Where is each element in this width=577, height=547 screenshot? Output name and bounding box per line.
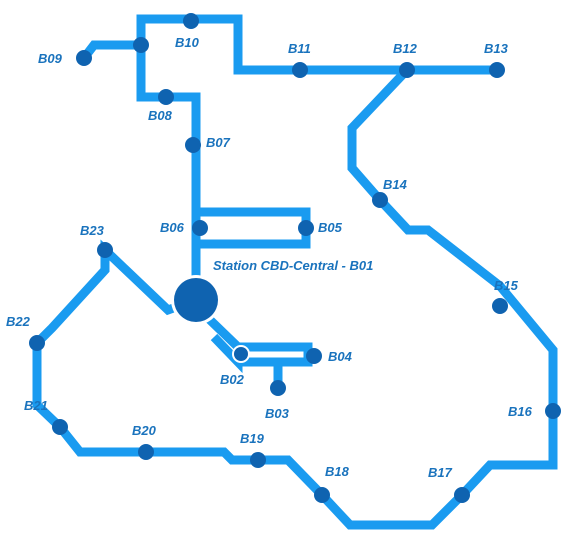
station-b12-label: B12 xyxy=(393,41,418,56)
station-b20-marker[interactable] xyxy=(138,444,154,460)
central-station-label: Station CBD-Central - B01 xyxy=(213,258,373,273)
station-b04-label: B04 xyxy=(328,349,353,364)
station-b02-marker[interactable] xyxy=(232,345,250,363)
station-dot xyxy=(399,62,415,78)
station-b17-label: B17 xyxy=(428,465,453,480)
central-station-marker[interactable] xyxy=(171,275,221,325)
station-b16-label: B16 xyxy=(508,404,533,419)
station-b02-label: B02 xyxy=(220,372,245,387)
station-markers xyxy=(29,13,561,503)
station-b15-marker[interactable] xyxy=(492,298,508,314)
station-b16-marker[interactable] xyxy=(545,403,561,419)
station-b08-label: B08 xyxy=(148,108,173,123)
station-dot xyxy=(185,137,201,153)
station-dot xyxy=(270,380,286,396)
station-b05-label: B05 xyxy=(318,220,343,235)
station-b22-label: B22 xyxy=(6,314,31,329)
station-b19-marker[interactable] xyxy=(250,452,266,468)
station-dot xyxy=(372,192,388,208)
station-b18-label: B18 xyxy=(325,464,350,479)
station-dot xyxy=(306,348,322,364)
station-b09-marker[interactable] xyxy=(76,50,92,66)
station-b03-marker[interactable] xyxy=(270,380,286,396)
station-b04-marker[interactable] xyxy=(306,348,322,364)
station-dot xyxy=(250,452,266,468)
station-b18-marker[interactable] xyxy=(314,487,330,503)
station-b10-label: B10 xyxy=(175,35,200,50)
station-dot xyxy=(454,487,470,503)
station-b06-label: B06 xyxy=(160,220,185,235)
station-dot xyxy=(133,37,149,53)
station-b07-label: B07 xyxy=(206,135,231,150)
central-station-dot xyxy=(174,278,218,322)
station-b21-label: B21 xyxy=(24,398,48,413)
station-dot xyxy=(234,347,248,361)
station-b05-marker[interactable] xyxy=(298,220,314,236)
station-dot xyxy=(492,298,508,314)
station-b11-marker[interactable] xyxy=(292,62,308,78)
station-dot xyxy=(97,242,113,258)
station-dot xyxy=(183,13,199,29)
station-dot xyxy=(158,89,174,105)
station-b13-marker[interactable] xyxy=(489,62,505,78)
station-b23-marker[interactable] xyxy=(97,242,113,258)
station-dot xyxy=(489,62,505,78)
station-dot xyxy=(314,487,330,503)
station-b21-marker[interactable] xyxy=(52,419,68,435)
route-line-segment xyxy=(32,66,558,530)
station-dot xyxy=(292,62,308,78)
station-b03-label: B03 xyxy=(265,406,290,421)
station-dot xyxy=(29,335,45,351)
station-dot xyxy=(192,220,208,236)
station-b15-label: B15 xyxy=(494,278,519,293)
station-b20-label: B20 xyxy=(132,423,157,438)
station-dot xyxy=(298,220,314,236)
station-dot xyxy=(138,444,154,460)
station-b10-marker[interactable] xyxy=(183,13,199,29)
station-b19-label: B19 xyxy=(240,431,265,446)
station-b08-marker[interactable] xyxy=(158,89,174,105)
station-dot xyxy=(545,403,561,419)
station-b12-marker[interactable] xyxy=(399,62,415,78)
station-dot xyxy=(76,50,92,66)
station-b06-marker[interactable] xyxy=(192,220,208,236)
station-b14-marker[interactable] xyxy=(372,192,388,208)
route-line-segment xyxy=(136,14,497,75)
station-b17-marker[interactable] xyxy=(454,487,470,503)
station-b11-label: B11 xyxy=(288,41,311,56)
station-b13-label: B13 xyxy=(484,41,509,56)
station-b22-marker[interactable] xyxy=(29,335,45,351)
station-b23-label: B23 xyxy=(80,223,105,238)
route-line-segment xyxy=(196,207,311,249)
station-b07-marker[interactable] xyxy=(185,137,201,153)
station-dot xyxy=(52,419,68,435)
station-b14-label: B14 xyxy=(383,177,408,192)
station-b09-label: B09 xyxy=(38,51,63,66)
